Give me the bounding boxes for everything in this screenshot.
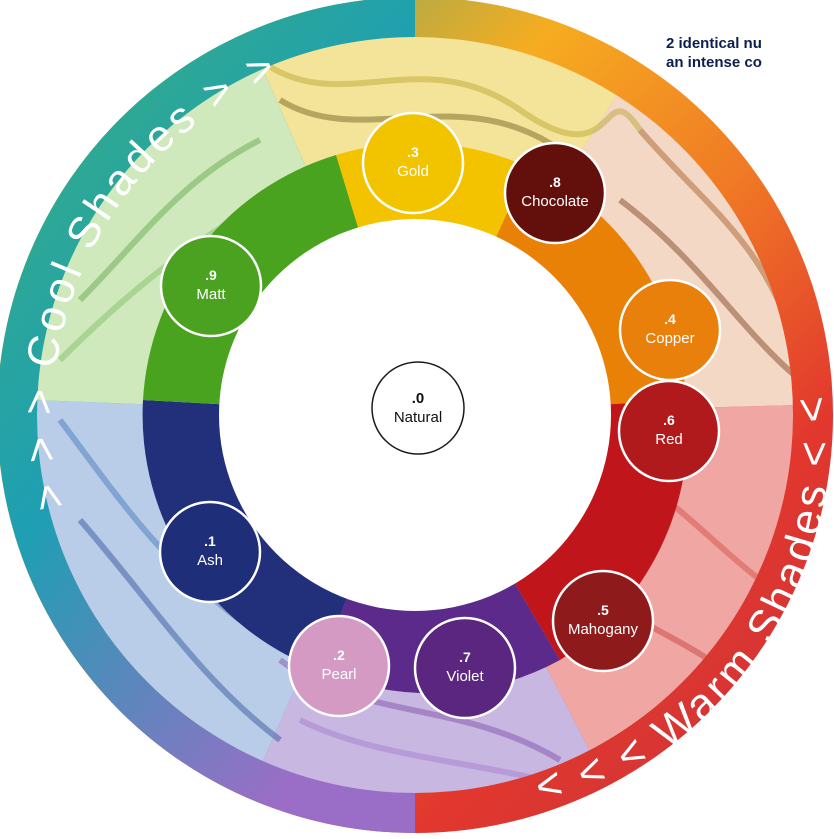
shade-name: Gold [397, 163, 429, 180]
shade-copper: .4 Copper [618, 278, 722, 382]
shade-code: .7 [459, 649, 471, 665]
intro-note-line-2: an intense co [666, 54, 762, 71]
shade-red: .6 Red [617, 379, 721, 483]
shade-gold: .3 Gold [361, 111, 465, 215]
shade-code: .8 [549, 174, 561, 190]
shade-name: Copper [645, 330, 694, 347]
shade-code: .2 [333, 647, 345, 663]
shade-name: Mahogany [568, 621, 639, 638]
shade-pearl: .2 Pearl [287, 614, 391, 718]
shade-code: .6 [663, 412, 675, 428]
shade-name: Red [655, 431, 683, 448]
intro-note: 2 identical nu an intense co [666, 34, 834, 72]
shade-name: Pearl [321, 666, 356, 683]
shade-matt: .9 Matt [159, 234, 263, 338]
shade-code: .5 [597, 602, 609, 618]
shade-mahogany: .5 Mahogany [551, 569, 655, 673]
intro-note-line-1: 2 identical nu [666, 35, 762, 52]
shade-violet: .7 Violet [413, 616, 517, 720]
shade-ash: .1 Ash [158, 500, 262, 604]
shade-code: .3 [407, 144, 419, 160]
shade-code: .9 [205, 267, 217, 283]
shade-chocolate: .8 Chocolate [503, 141, 607, 245]
shade-code: .4 [664, 311, 676, 327]
shade-natural: .0 Natural [371, 361, 465, 455]
shade-code: .1 [204, 533, 216, 549]
shade-name: Violet [446, 668, 484, 685]
shade-name: Natural [394, 409, 442, 426]
shade-code: .0 [412, 390, 425, 407]
shade-name: Chocolate [521, 193, 589, 210]
shade-name: Ash [197, 552, 223, 569]
shade-name: Matt [196, 286, 226, 303]
shade-nodes: .3 Gold .8 Chocolate .4 Copper .6 Red .5… [158, 111, 722, 720]
